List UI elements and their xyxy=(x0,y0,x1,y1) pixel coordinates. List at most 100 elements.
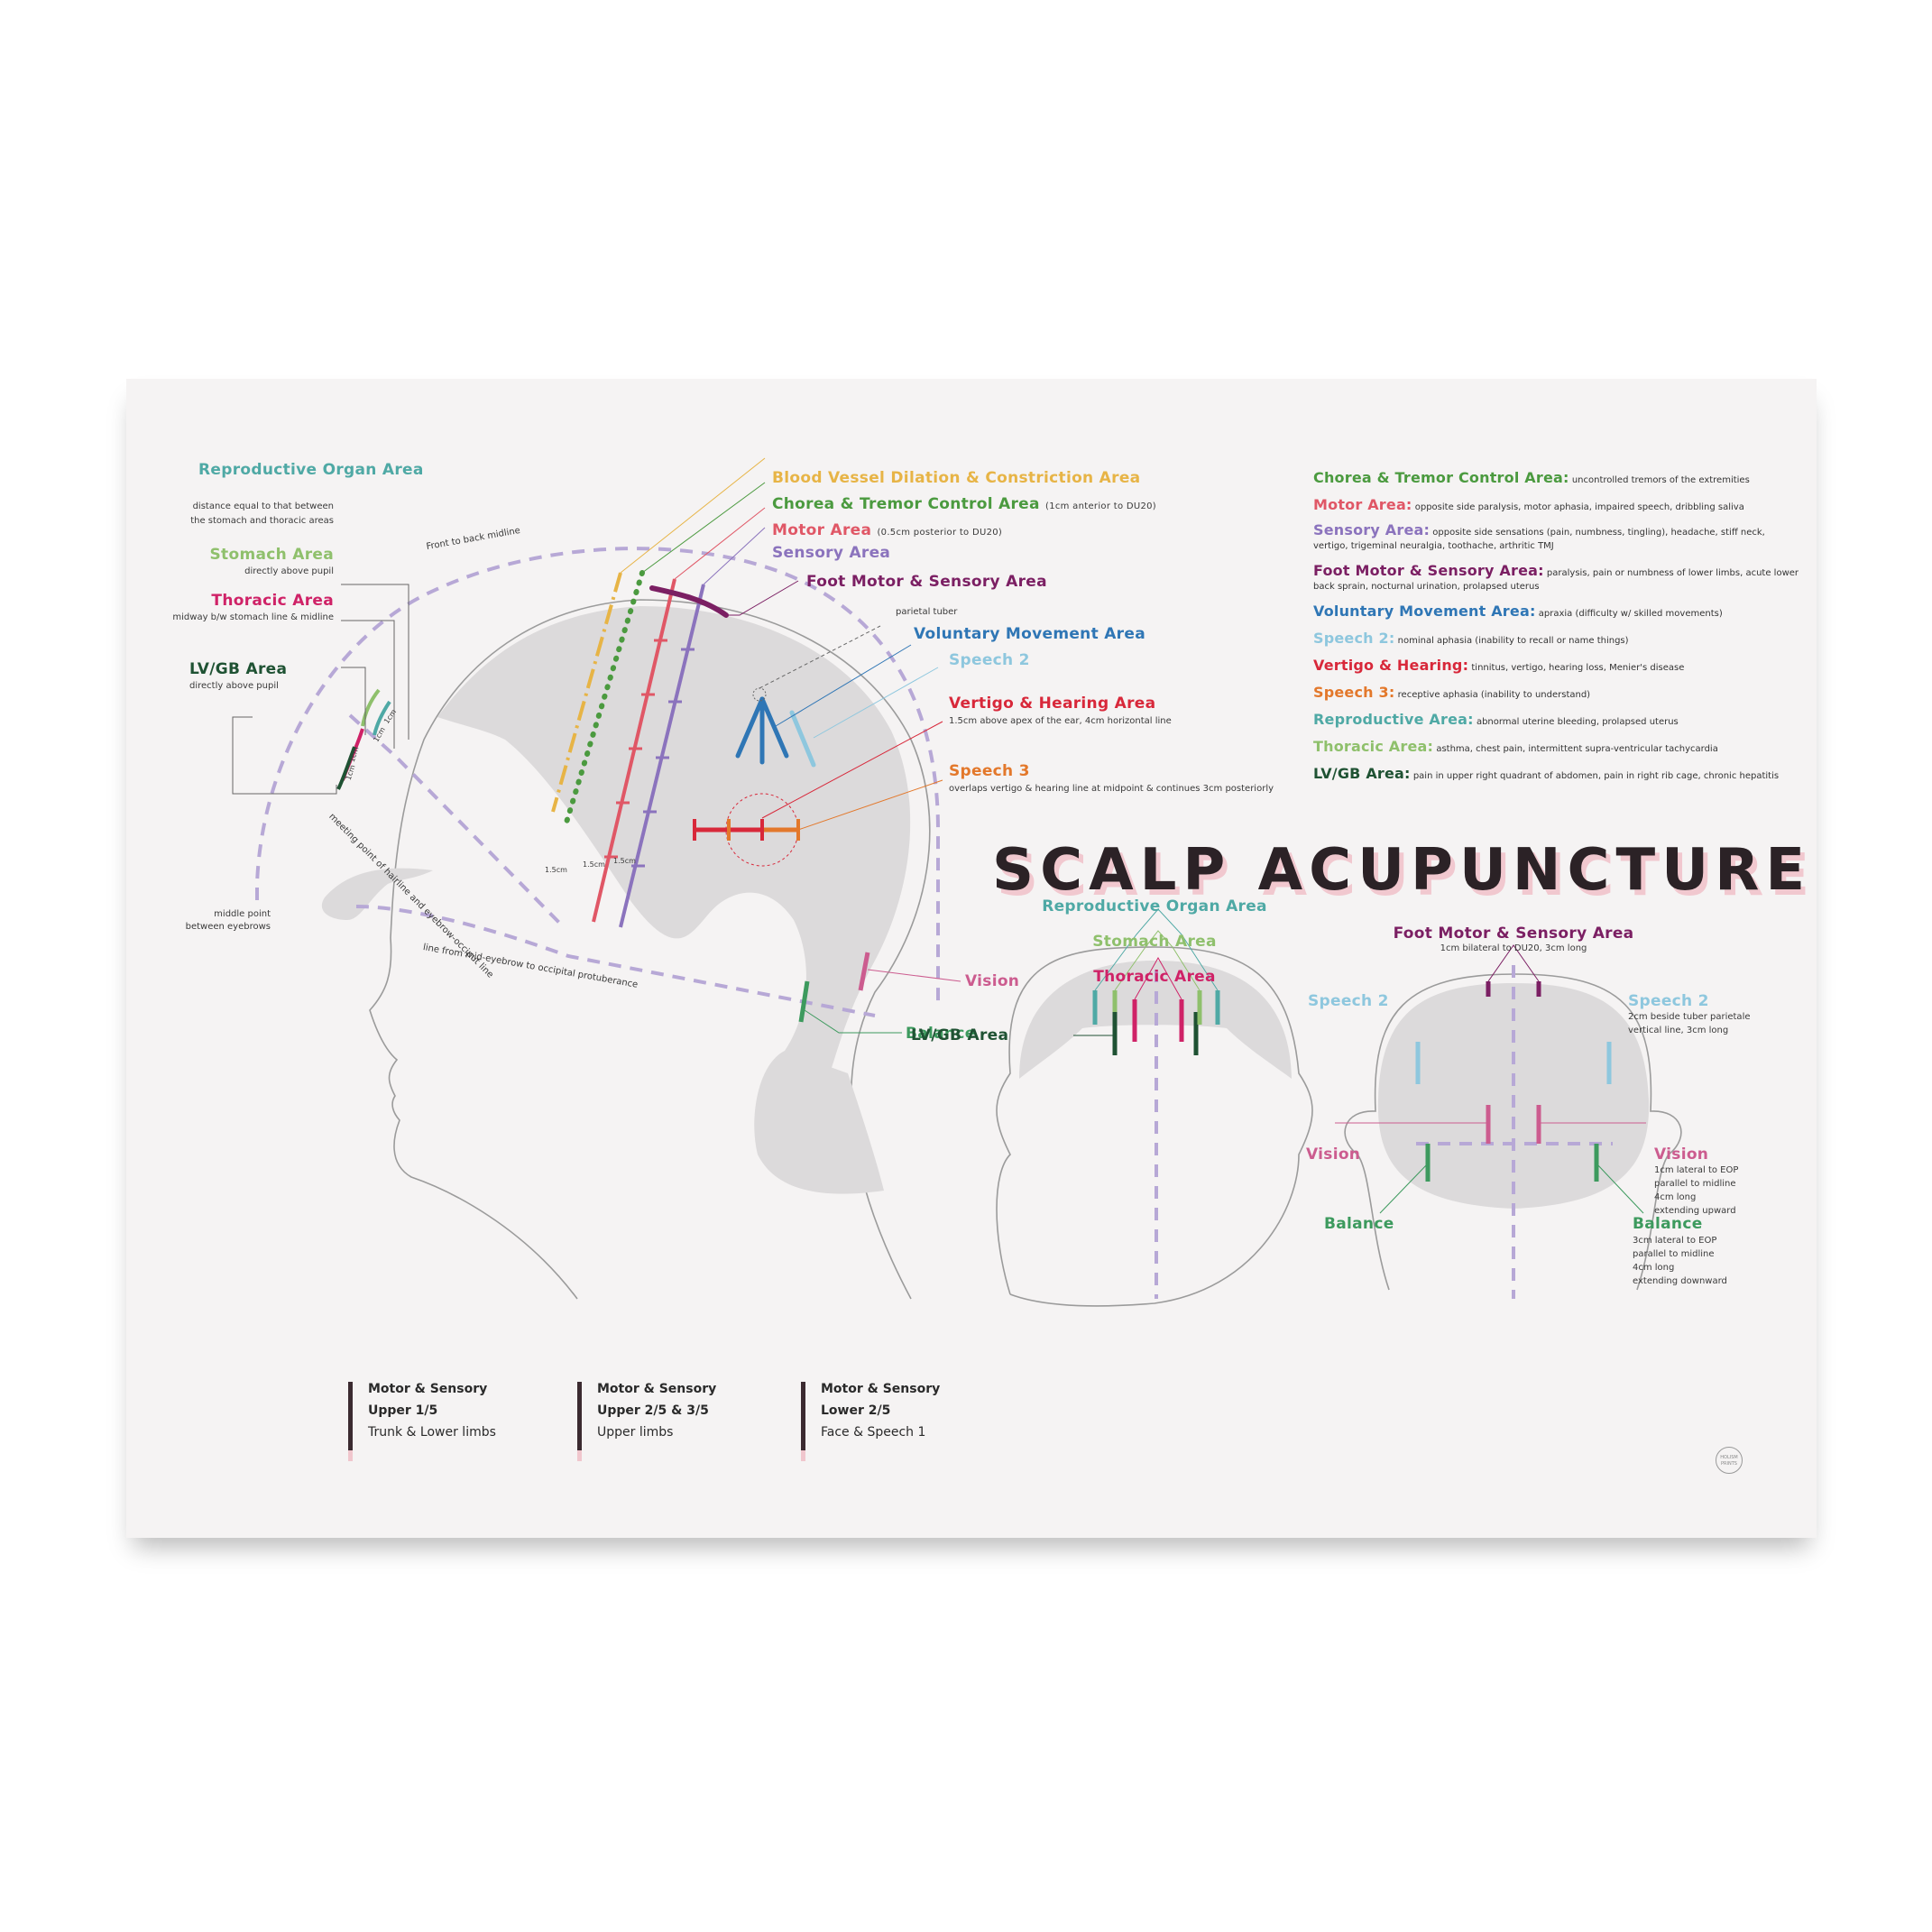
description-text: uncontrolled tremors of the extremities xyxy=(1571,475,1750,485)
side-vision-label: Vision xyxy=(965,972,1020,990)
side-reproductive-line xyxy=(373,700,391,736)
side-speech2-line xyxy=(789,710,816,768)
hairline-dashed xyxy=(348,713,566,929)
legend-line1: Motor & Sensory xyxy=(368,1382,488,1396)
back-foot-note: 1cm bilateral to DU20, 3cm long xyxy=(1440,943,1587,953)
sensory-ticks xyxy=(631,648,695,868)
back-vision-note-4: extending upward xyxy=(1654,1206,1736,1216)
blood-vessel-line xyxy=(551,572,622,813)
side-reproductive-note-1: distance equal to that between xyxy=(192,501,334,511)
front-stomach-label: Stomach Area xyxy=(1092,933,1217,951)
description-row: Speech 3: receptive aphasia (inability t… xyxy=(1313,685,1800,702)
speech3-note: overlaps vertigo & hearing line at midpo… xyxy=(949,784,1274,794)
midline-dashed xyxy=(255,547,940,1003)
cm-label-g: 1.5cm xyxy=(613,857,636,865)
description-row: Sensory Area: opposite side sensations (… xyxy=(1313,523,1800,553)
legend-bar-accent xyxy=(348,1450,353,1461)
legend-bar-accent xyxy=(801,1450,805,1461)
voluntary-movement-mark xyxy=(735,696,789,765)
back-balance-note-3: 4cm long xyxy=(1633,1263,1675,1273)
legend-line2: Upper 2/5 & 3/5 xyxy=(597,1403,709,1418)
side-balance-line xyxy=(798,980,810,1023)
vertigo-note: 1.5cm above apex of the ear, 4cm horizon… xyxy=(949,716,1172,726)
back-balance-note-2: parallel to midline xyxy=(1633,1249,1715,1259)
logo-line1: HOLISM xyxy=(1720,1455,1738,1460)
description-label: Speech 2: xyxy=(1313,630,1395,647)
side-speech2-label: Speech 2 xyxy=(949,651,1030,669)
back-vision-note-2: parallel to midline xyxy=(1654,1179,1736,1189)
side-reproductive-note-2: the stomach and thoracic areas xyxy=(190,516,334,526)
scalp-diagram xyxy=(232,457,1682,1307)
description-row: Voluntary Movement Area: apraxia (diffic… xyxy=(1313,604,1800,621)
legend-line3: Face & Speech 1 xyxy=(821,1425,926,1440)
description-label: Reproductive Area: xyxy=(1313,711,1474,728)
middle-point-label-1: middle point xyxy=(214,909,271,919)
legend-item: Motor & Sensory Lower 2/5 Face & Speech … xyxy=(801,1378,941,1461)
description-text: receptive aphasia (inability to understa… xyxy=(1397,690,1591,700)
description-label: Motor Area: xyxy=(1313,496,1412,513)
description-text: asthma, chest pain, intermittent supra-v… xyxy=(1436,744,1718,754)
motor-ticks xyxy=(604,639,667,859)
side-vision-line xyxy=(858,952,870,991)
description-label: Voluntary Movement Area: xyxy=(1313,603,1536,620)
back-head xyxy=(1335,944,1682,1299)
back-speech2-note-1: 2cm beside tuber parietale xyxy=(1628,1012,1751,1022)
description-row: Motor Area: opposite side paralysis, mot… xyxy=(1313,498,1800,514)
front-reproductive-label: Reproductive Organ Area xyxy=(1042,897,1267,915)
side-reproductive-label: Reproductive Organ Area xyxy=(198,461,424,479)
motor-line xyxy=(592,578,676,923)
back-balance-right: Balance xyxy=(1633,1215,1703,1233)
description-label: Vertigo & Hearing: xyxy=(1313,657,1469,674)
description-row: Reproductive Area: abnormal uterine blee… xyxy=(1313,713,1800,729)
voluntary-label: Voluntary Movement Area xyxy=(914,625,1145,643)
legend-item: Motor & Sensory Upper 1/5 Trunk & Lower … xyxy=(348,1378,496,1461)
page-title: SCALP ACUPUNCTURE xyxy=(992,837,1812,904)
legend-line2: Lower 2/5 xyxy=(821,1403,891,1418)
motor-label-text: Motor Area xyxy=(772,521,872,539)
description-label: Sensory Area: xyxy=(1313,521,1431,538)
description-row: Chorea & Tremor Control Area: uncontroll… xyxy=(1313,471,1800,487)
side-lvgb-note: directly above pupil xyxy=(189,681,279,691)
motor-label: Motor Area (0.5cm posterior to DU20) xyxy=(772,521,1002,539)
legend-line2: Upper 1/5 xyxy=(368,1403,438,1418)
front-thoracic-label: Thoracic Area xyxy=(1093,968,1216,986)
back-lines xyxy=(1415,981,1612,1182)
description-row: Foot Motor & Sensory Area: paralysis, pa… xyxy=(1313,564,1800,593)
front-lvgb-label: LV/GB Area xyxy=(911,1026,1009,1044)
description-row: LV/GB Area: pain in upper right quadrant… xyxy=(1313,767,1800,783)
side-stomach-note: directly above pupil xyxy=(244,566,334,576)
speech3-label: Speech 3 xyxy=(949,762,1030,780)
chorea-line xyxy=(563,570,645,828)
description-label: Speech 3: xyxy=(1313,684,1395,701)
back-balance-note-1: 3cm lateral to EOP xyxy=(1633,1236,1717,1246)
back-vision-right: Vision xyxy=(1654,1145,1709,1164)
foot-motor-line xyxy=(649,585,729,618)
description-row: Speech 2: nominal aphasia (inability to … xyxy=(1313,631,1800,648)
legend-line1: Motor & Sensory xyxy=(597,1382,717,1396)
description-text: paralysis, pain or numbness of lower lim… xyxy=(1313,568,1799,592)
description-row: Thoracic Area: asthma, chest pain, inter… xyxy=(1313,740,1800,756)
sensory-line xyxy=(619,584,705,928)
description-text: pain in upper right quadrant of abdomen,… xyxy=(1412,771,1780,781)
legend-bar-accent xyxy=(577,1450,582,1461)
back-leader-lines xyxy=(1335,944,1646,1214)
description-text: apraxia (difficulty w/ skilled movements… xyxy=(1538,609,1723,619)
description-text: opposite side paralysis, motor aphasia, … xyxy=(1414,502,1744,512)
description-text: opposite side sensations (pain, numbness… xyxy=(1313,528,1765,551)
chorea-label: Chorea & Tremor Control Area (1cm anteri… xyxy=(772,495,1156,513)
side-leader-lines xyxy=(232,457,961,1034)
legend-line3: Upper limbs xyxy=(597,1425,674,1440)
legend-line1: Motor & Sensory xyxy=(821,1382,941,1396)
brand-logo: HOLISM PRINTS xyxy=(1716,1447,1743,1474)
motor-note: (0.5cm posterior to DU20) xyxy=(877,528,1003,538)
legend-bar xyxy=(577,1382,582,1461)
side-stomach-label: Stomach Area xyxy=(209,546,334,564)
legend-line3: Trunk & Lower limbs xyxy=(368,1425,496,1440)
side-brow-area xyxy=(321,868,433,920)
vertigo-label: Vertigo & Hearing Area xyxy=(949,695,1156,713)
back-vision-note-1: 1cm lateral to EOP xyxy=(1654,1165,1739,1175)
front-face-outline xyxy=(996,946,1313,1307)
back-speech2-left: Speech 2 xyxy=(1308,992,1389,1010)
back-balance-note-4: extending downward xyxy=(1633,1276,1727,1286)
back-vision-left: Vision xyxy=(1306,1145,1361,1164)
